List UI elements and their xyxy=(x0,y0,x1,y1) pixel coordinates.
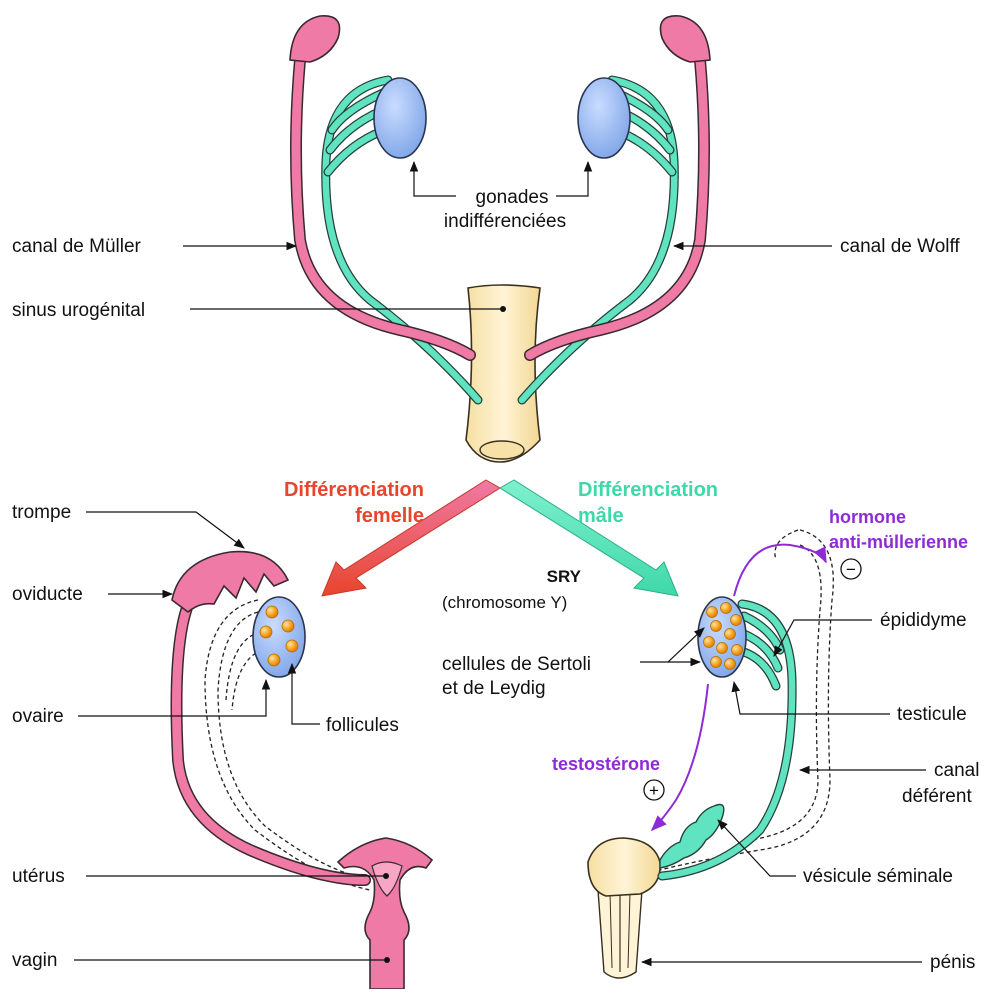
uterus-label: utérus xyxy=(12,866,65,887)
diff-male-line1: Différenciation xyxy=(578,479,718,501)
testosterone-arrow xyxy=(652,684,708,830)
gonads-label-line2: indifférenciées xyxy=(444,211,566,232)
sertoli-label-line1: cellules de Sertoli xyxy=(442,654,591,675)
penis-label: pénis xyxy=(930,952,975,973)
sinus-label: sinus urogénital xyxy=(12,300,145,321)
amh-label-line2: anti-müllerienne xyxy=(829,532,968,552)
sinus-dot xyxy=(500,306,506,312)
vagin-dot xyxy=(384,957,390,963)
uterus-dot xyxy=(383,873,389,879)
male-system: hormone anti-müllerienne − testostérone … xyxy=(442,507,979,978)
differentiation-arrows: Différenciation femelle Différenciation … xyxy=(284,479,718,612)
canal-deferent-line1: canal xyxy=(934,760,979,781)
ovary xyxy=(253,597,305,677)
diff-female-line2: femelle xyxy=(355,505,424,527)
wolff-label: canal de Wolff xyxy=(840,236,960,257)
gonads-leader-right xyxy=(556,162,588,196)
svg-text:−: − xyxy=(846,560,856,579)
ovaire-label: ovaire xyxy=(12,706,64,727)
testicule-leader xyxy=(734,682,890,714)
indifferent-stage: gonades indifférenciées canal de Müller … xyxy=(12,16,960,462)
trompe-label: trompe xyxy=(12,502,71,523)
uterus xyxy=(338,838,432,989)
amh-label-line1: hormone xyxy=(829,507,906,527)
testicule-label: testicule xyxy=(897,704,967,725)
sertoli-label-line2: et de Leydig xyxy=(442,678,546,699)
vesicule-label: vésicule séminale xyxy=(803,866,953,887)
testosterone-label: testostérone xyxy=(552,754,660,774)
gonad-right xyxy=(578,78,630,158)
sertoli-leader-1 xyxy=(640,628,704,662)
chromosome-label: (chromosome Y) xyxy=(442,593,567,612)
follicules-label: follicules xyxy=(326,715,399,736)
oviducte-label: oviducte xyxy=(12,584,83,605)
epididyme-label: épididyme xyxy=(880,610,967,631)
canal-deferent-line2: déférent xyxy=(902,786,972,807)
gonads-leader-left xyxy=(414,162,456,196)
diff-male-line2: mâle xyxy=(578,505,624,527)
gonad-left xyxy=(374,78,426,158)
follicules-leader xyxy=(292,664,320,724)
sry-label: SRY xyxy=(547,567,582,586)
trompe-leader xyxy=(86,512,244,548)
svg-text:+: + xyxy=(649,781,659,800)
diff-female-line1: Différenciation xyxy=(284,479,424,501)
amh-arrow xyxy=(734,545,826,596)
female-system: trompe oviducte ovaire follicules utérus… xyxy=(12,502,432,989)
bladder xyxy=(588,838,660,896)
muller-label: canal de Müller xyxy=(12,236,142,257)
gonads-label-line1: gonades xyxy=(476,187,549,208)
minus-sign: − xyxy=(841,559,861,579)
plus-sign: + xyxy=(644,780,664,800)
penis xyxy=(598,890,642,978)
vagin-label: vagin xyxy=(12,950,57,971)
